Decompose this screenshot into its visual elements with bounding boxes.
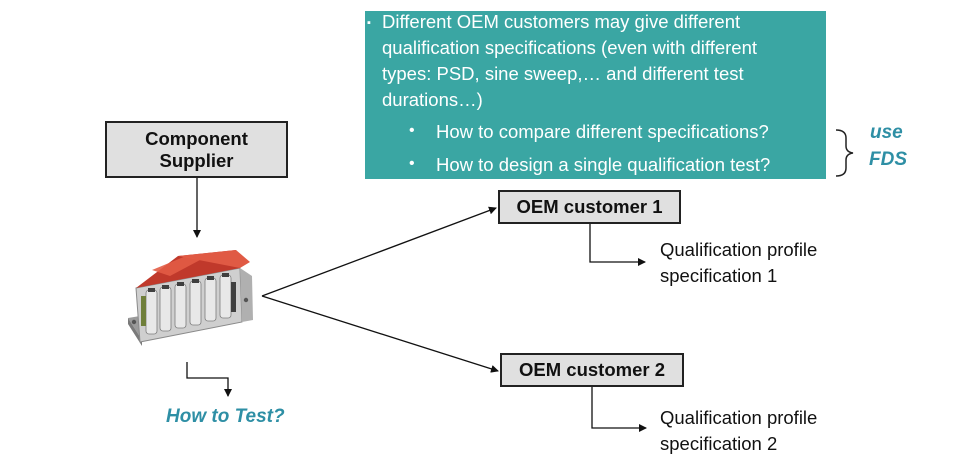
how-to-test-arrow — [186, 362, 232, 397]
callout-bullet-marker: ▪ — [367, 17, 371, 29]
sub-bullet-marker-1: • — [409, 122, 415, 139]
how-to-test-label: How to Test? — [166, 406, 285, 427]
callout-line-1: Different OEM customers may give differe… — [382, 11, 741, 32]
arrow-to-oem-1 — [261, 206, 497, 297]
supplier-line-1: Component — [145, 127, 248, 149]
component-supplier-box: Component Supplier — [105, 121, 288, 178]
fds-label: FDS — [869, 149, 907, 170]
callout-line-3: types: PSD, sine sweep,… and different t… — [382, 63, 744, 84]
oem-customer-2-label: OEM customer 2 — [519, 359, 665, 380]
spec-2-line-1: Qualification profile — [660, 407, 818, 428]
use-label: use — [870, 122, 903, 143]
arrow-to-oem-2 — [261, 295, 499, 373]
callout-line-2: qualification specifications (even with … — [382, 37, 758, 58]
oem-customer-2-box: OEM customer 2 — [500, 353, 684, 387]
oem-customer-1-label: OEM customer 1 — [516, 196, 663, 217]
oem-customer-1-box: OEM customer 1 — [498, 190, 681, 224]
callout-box: ▪ Different OEM customers may give diffe… — [365, 11, 826, 179]
curly-brace — [835, 129, 854, 177]
sub-bullet-compare: How to compare different specifications? — [436, 121, 769, 142]
sub-bullet-design: How to design a single qualification tes… — [436, 154, 771, 175]
oem-1-spec-arrow — [589, 224, 646, 266]
battery-module-image — [128, 250, 253, 346]
spec-2-line-2: specification 2 — [660, 433, 778, 454]
sub-bullet-marker-2: • — [409, 155, 415, 172]
oem-2-spec-arrow — [591, 387, 647, 432]
callout-line-4: durations…) — [382, 89, 483, 110]
spec-1-line-2: specification 1 — [660, 265, 778, 286]
supplier-line-2: Supplier — [159, 149, 234, 171]
spec-1-line-1: Qualification profile — [660, 239, 818, 260]
